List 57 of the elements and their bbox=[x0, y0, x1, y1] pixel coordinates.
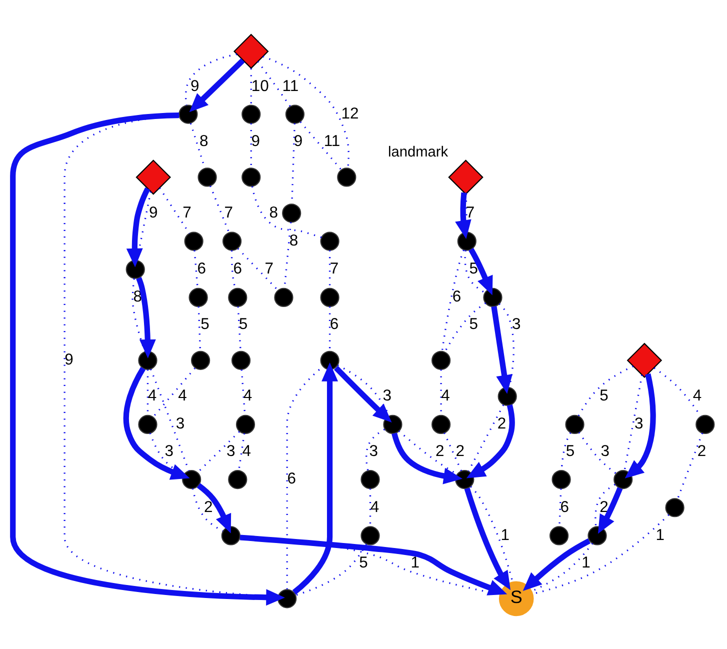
edge-label: 4 bbox=[243, 387, 252, 404]
edge-label: 4 bbox=[692, 387, 702, 404]
edge-label: 6 bbox=[330, 316, 339, 333]
edge-label: 1 bbox=[582, 554, 590, 571]
edge-label: 4 bbox=[242, 442, 251, 460]
edge-label: 3 bbox=[226, 442, 236, 460]
edge-label: 6 bbox=[233, 260, 242, 278]
edge-label: 11 bbox=[282, 77, 299, 94]
edge-label: 9 bbox=[148, 204, 158, 221]
edge-label: 7 bbox=[330, 260, 339, 278]
edge-label: 7 bbox=[466, 204, 475, 221]
edge-label: 4 bbox=[148, 387, 157, 404]
edge-label: 2 bbox=[204, 498, 213, 516]
edge-label: 10 bbox=[251, 77, 269, 94]
edge-label: 6 bbox=[197, 260, 206, 278]
edge-label: 3 bbox=[382, 387, 392, 404]
node-label: landmark bbox=[388, 144, 448, 160]
edge-label: 9 bbox=[251, 132, 260, 150]
edge-label: 5 bbox=[238, 316, 248, 333]
edge-label: 4 bbox=[441, 387, 450, 404]
edge-label: 4 bbox=[370, 498, 380, 516]
edge-label: 5 bbox=[469, 316, 478, 333]
edge-label: 8 bbox=[269, 204, 278, 221]
edge-label: 5 bbox=[359, 554, 368, 571]
edge-label: 7 bbox=[264, 260, 274, 278]
edge-label: 3 bbox=[369, 442, 378, 460]
edge-label: 6 bbox=[452, 288, 462, 306]
edge-label: 3 bbox=[600, 442, 610, 460]
edge-label: 9 bbox=[64, 351, 74, 368]
edge-label: 3 bbox=[164, 442, 174, 460]
edge-label: 9 bbox=[190, 77, 200, 94]
edge-label: 12 bbox=[341, 104, 359, 122]
edge-label: 3 bbox=[512, 316, 521, 333]
edge-label: 3 bbox=[634, 415, 644, 432]
edge-label: 2 bbox=[436, 442, 444, 460]
edge-label: 5 bbox=[469, 260, 478, 278]
edge-label: 7 bbox=[224, 204, 234, 221]
edge-label: 8 bbox=[289, 232, 298, 249]
edge-label: 5 bbox=[200, 316, 210, 333]
edge-label: 2 bbox=[697, 442, 706, 460]
edge-label: 8 bbox=[133, 288, 142, 306]
edge-label: 8 bbox=[200, 132, 208, 150]
edge-label: 1 bbox=[500, 526, 510, 544]
edge-label: 1 bbox=[656, 526, 665, 544]
edge-label: 2 bbox=[600, 498, 608, 516]
edge-label: 6 bbox=[560, 498, 570, 516]
edge-label: 5 bbox=[566, 442, 575, 460]
edge-label: 7 bbox=[182, 204, 192, 221]
edge-label: 3 bbox=[176, 415, 185, 432]
edge-label: 11 bbox=[324, 132, 340, 150]
edge-label: 6 bbox=[287, 470, 296, 488]
edge-label: 2 bbox=[497, 415, 506, 432]
edge-label: 4 bbox=[178, 387, 187, 404]
edge-label: 2 bbox=[456, 442, 465, 460]
edge-label: 5 bbox=[600, 387, 608, 404]
edge-label: 1 bbox=[410, 554, 420, 571]
edge-label: 9 bbox=[294, 132, 303, 150]
